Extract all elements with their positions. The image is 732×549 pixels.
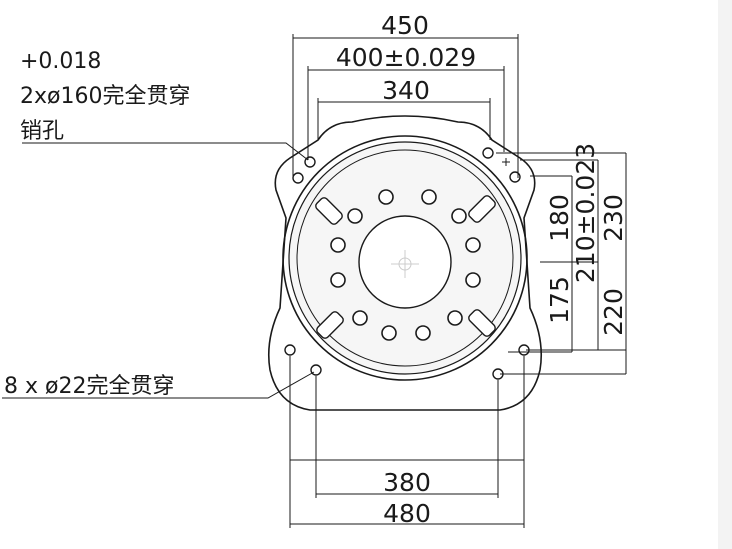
mount-hole: [292, 172, 304, 184]
bolt-hole: [415, 325, 431, 341]
leader-lines: [2, 142, 315, 399]
bolt-hole: [330, 237, 346, 253]
bolt-hole: [421, 189, 437, 205]
pin-type: 销孔: [20, 119, 64, 144]
side-panel: [718, 0, 732, 549]
pin-tolerance: +0.018: [20, 49, 101, 74]
pin-hole: [482, 147, 494, 159]
bolt-holes: [330, 189, 481, 341]
base-outline: [267, 115, 543, 411]
bolt-hole: [352, 310, 368, 326]
mount-hole: [310, 364, 322, 376]
dim-lines-bottom: [289, 356, 525, 528]
center-mark: [391, 250, 419, 278]
dim-bottom-outer: 480: [383, 499, 431, 528]
bolt-hole: [378, 189, 394, 205]
dim-bottom-inner: 380: [383, 468, 431, 497]
bolt-hole: [447, 310, 463, 326]
dim-top-mid: 400±0.029: [336, 43, 476, 72]
dim-top-inner: 340: [382, 76, 430, 105]
pin-spec: 2xø160完全贯穿: [20, 84, 190, 109]
bolt-hole: [381, 325, 397, 341]
slot-bottom-right: [468, 309, 496, 337]
bolt-spec: 8 x ø22完全贯穿: [4, 374, 174, 399]
bolt-hole: [465, 272, 481, 288]
slot-top-right: [468, 195, 496, 223]
dim-right-180: 180: [545, 194, 574, 242]
mount-hole: [284, 344, 296, 356]
flange-inner-ring: [296, 149, 514, 367]
bolt-hole: [451, 208, 467, 224]
bolt-hole: [465, 237, 481, 253]
dim-right-220: 220: [599, 288, 628, 336]
dim-right-210: 210±0.023: [571, 143, 600, 283]
flange-outer-ring: [282, 135, 528, 381]
dim-right-230: 230: [599, 194, 628, 242]
dim-right-175: 175: [545, 276, 574, 324]
slot-bottom-left: [316, 311, 344, 339]
dim-lines-right: [496, 152, 627, 375]
bolt-hole: [347, 208, 363, 224]
dim-top-outer: 450: [381, 11, 429, 40]
slot-top-left: [315, 197, 343, 225]
bolt-hole: [330, 272, 346, 288]
dim-lines-top: [292, 34, 519, 178]
